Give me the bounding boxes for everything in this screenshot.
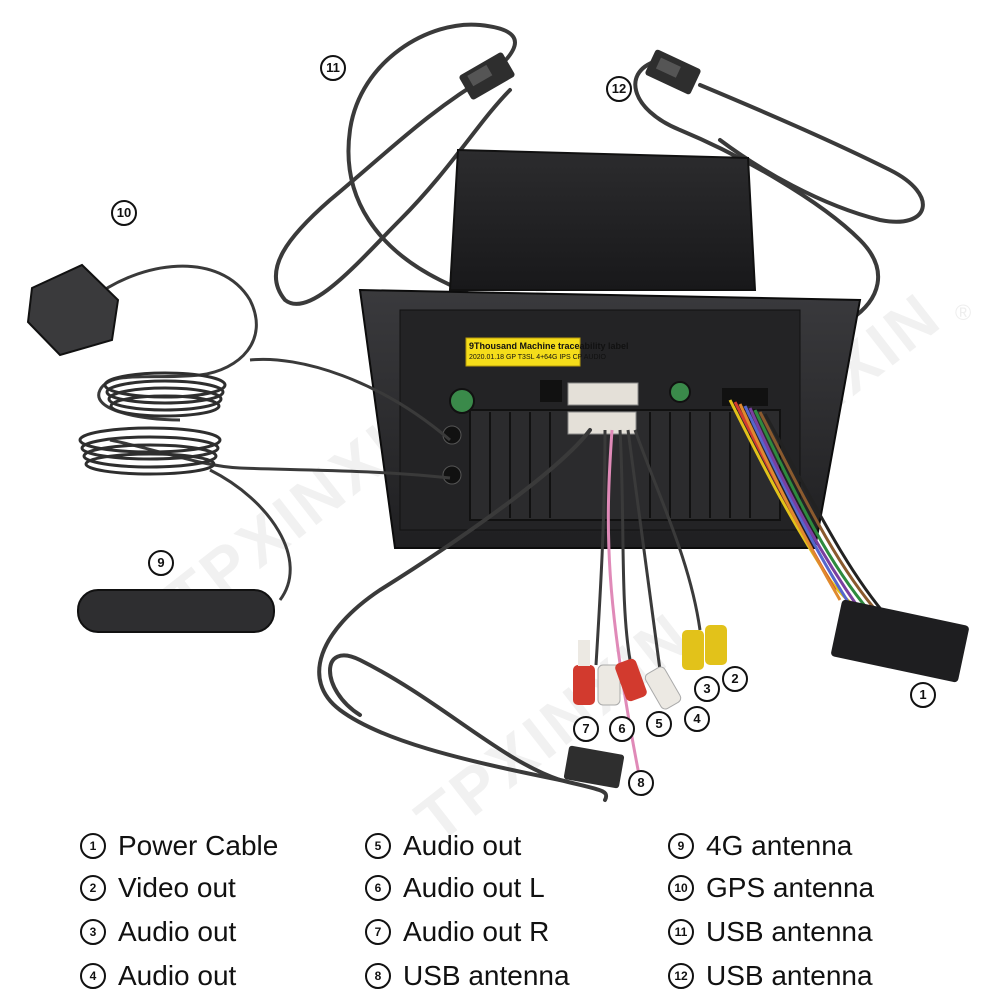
callout-4: 4	[684, 706, 710, 732]
legend-label: Video out	[118, 872, 236, 903]
rca-cables	[594, 429, 702, 781]
legend-label: Audio out R	[403, 916, 550, 947]
registered-mark: ®	[955, 300, 972, 325]
legend-num: 7	[365, 919, 391, 945]
legend-label: Audio out	[118, 916, 237, 947]
callout-1: 1	[910, 682, 936, 708]
legend-num: 1	[80, 833, 106, 859]
legend-num: 4	[80, 963, 106, 989]
legend-item-5: 5 Audio out	[365, 826, 521, 866]
legend-num: 5	[365, 833, 391, 859]
callout-5: 5	[646, 711, 672, 737]
4g-antenna-9	[77, 426, 451, 633]
rca-plug-4-white	[644, 666, 682, 710]
sticker-line: 2020.01.18 GP T3SL 4+64G IPS CP AUDIO	[469, 354, 606, 361]
legend-item-8: 8 USB antenna	[365, 956, 570, 996]
rca-plug-3-yellow	[682, 630, 704, 670]
usb-plug-12	[645, 49, 701, 95]
legend-item-10: 10 GPS antenna	[668, 868, 874, 908]
legend-label: Audio out L	[403, 872, 545, 903]
rca-plug-2-yellow	[705, 625, 727, 665]
product-diagram	[26, 22, 969, 802]
legend-label: Power Cable	[118, 830, 279, 861]
rca-plug-6-white	[597, 664, 621, 706]
callout-3: 3	[694, 676, 720, 702]
legend-item-6: 6 Audio out L	[365, 868, 545, 908]
legend-num: 10	[668, 875, 694, 901]
legend-num: 8	[365, 963, 391, 989]
legend-num: 3	[80, 919, 106, 945]
legend-num: 11	[668, 919, 694, 945]
callout-7: 7	[573, 716, 599, 742]
legend-label: USB antenna	[706, 916, 873, 947]
legend-num: 6	[365, 875, 391, 901]
rca-plug-7-red	[573, 640, 595, 705]
rca-plug-5-red	[615, 658, 647, 702]
legend-item-7: 7 Audio out R	[365, 912, 549, 952]
sticker-title: 9Thousand Machine traceability label	[469, 341, 629, 351]
legend-label: USB antenna	[403, 960, 570, 991]
legend-num: 2	[80, 875, 106, 901]
legend-item-2: 2 Video out	[80, 868, 236, 908]
callout-11: 11	[320, 55, 346, 81]
legend-num: 9	[668, 833, 694, 859]
legend-item-4: 4 Audio out	[80, 956, 236, 996]
power-connector	[831, 599, 969, 683]
usb-cable-8	[317, 428, 609, 802]
legend-item-1: 1 Power Cable	[80, 826, 278, 866]
callout-9: 9	[148, 550, 174, 576]
gps-antenna-10	[26, 263, 451, 442]
callout-2: 2	[722, 666, 748, 692]
callout-8: 8	[628, 770, 654, 796]
callout-6: 6	[609, 716, 635, 742]
legend-item-11: 11 USB antenna	[668, 912, 873, 952]
legend-item-3: 3 Audio out	[80, 912, 236, 952]
legend-label: Audio out	[403, 830, 522, 861]
legend-item-9: 9 4G antenna	[668, 826, 852, 866]
legend-label: Audio out	[118, 960, 237, 991]
usb-plug-11	[459, 52, 515, 100]
legend-label: GPS antenna	[706, 872, 875, 903]
legend-num: 12	[668, 963, 694, 989]
legend-label: USB antenna	[706, 960, 873, 991]
legend: 1 Power Cable 2 Video out 3 Audio out 4 …	[0, 820, 1000, 1000]
traceability-sticker	[465, 337, 581, 367]
screen-panel	[448, 148, 757, 291]
legend-item-12: 12 USB antenna	[668, 956, 873, 996]
callout-10: 10	[111, 200, 137, 226]
callout-12: 12	[606, 76, 632, 102]
legend-label: 4G antenna	[706, 830, 853, 861]
usb-plug-8	[563, 745, 625, 789]
